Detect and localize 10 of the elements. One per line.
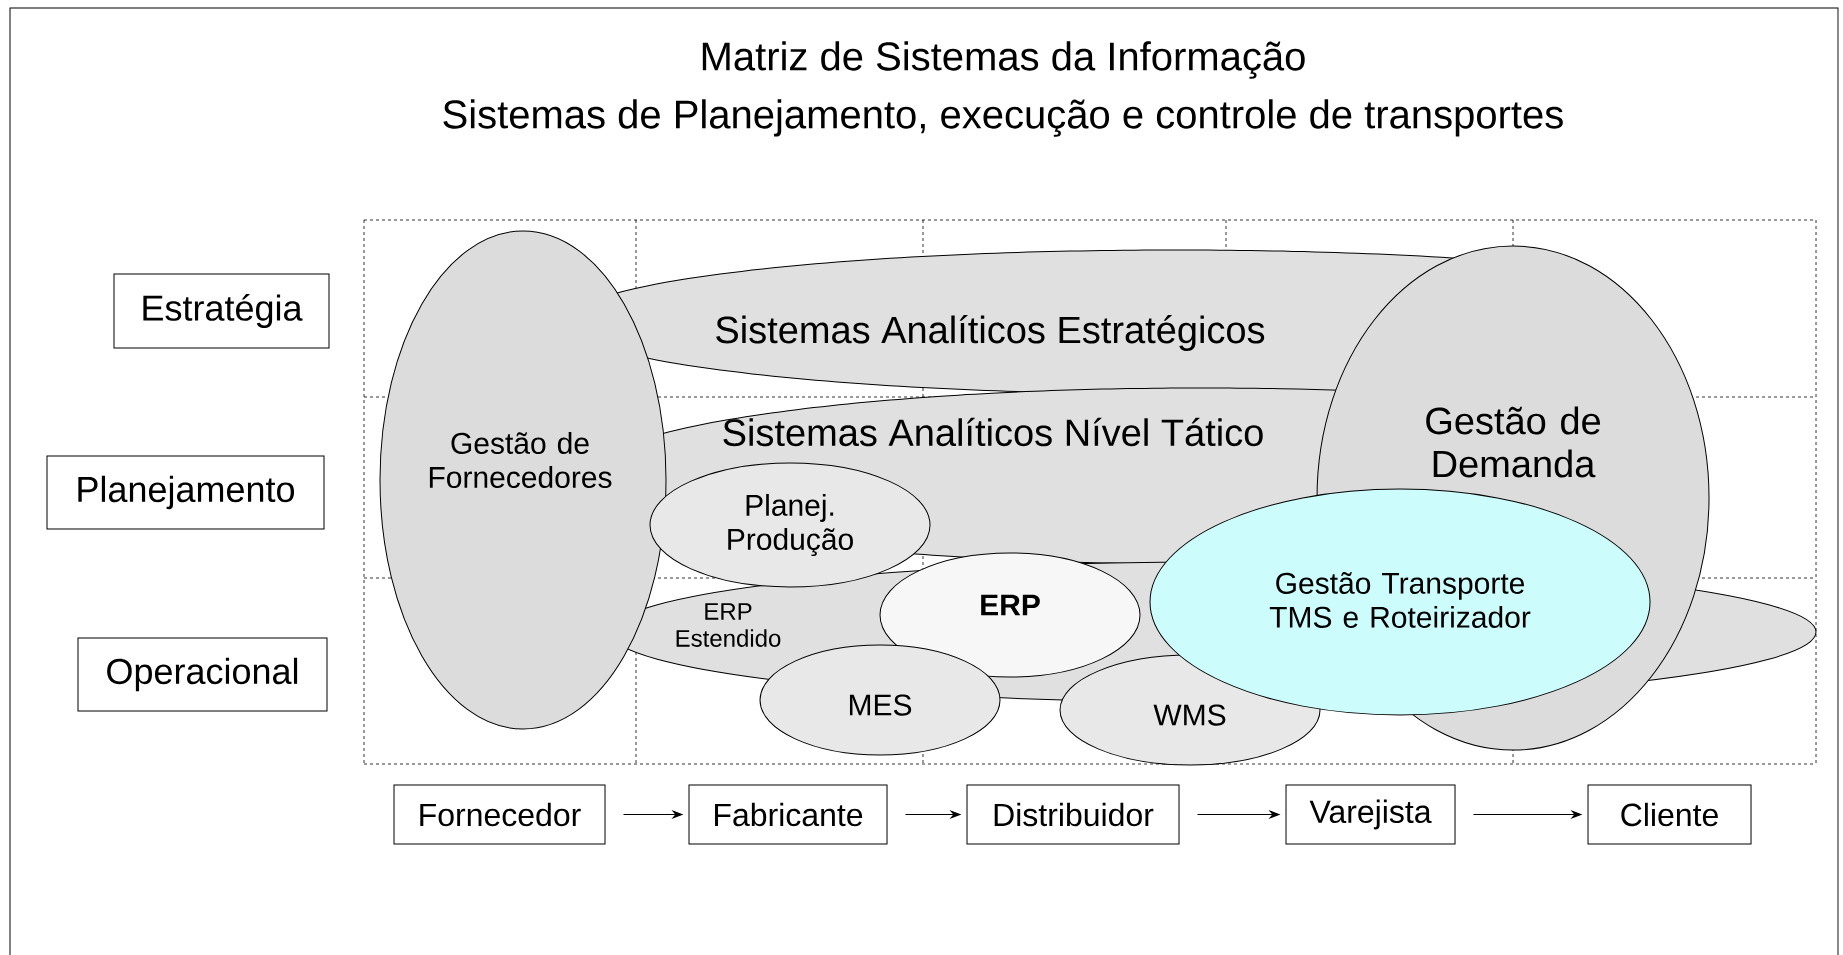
stage-box: Varejista bbox=[1285, 784, 1456, 845]
title: Matriz de Sistemas da Informação bbox=[702, 41, 1305, 79]
stage-box: Distribuidor bbox=[966, 784, 1180, 845]
stage-box: Cliente bbox=[1587, 784, 1752, 845]
row-label: Estratégia bbox=[113, 273, 330, 349]
stage-box: Fabricante bbox=[688, 784, 888, 845]
stage-box: Fornecedor bbox=[393, 784, 606, 845]
subtitle: Sistemas de Planejamento, execução e controle de transportes bbox=[443, 99, 1563, 137]
row-label: Operacional bbox=[77, 637, 328, 712]
row-label: Planejamento bbox=[46, 455, 325, 530]
